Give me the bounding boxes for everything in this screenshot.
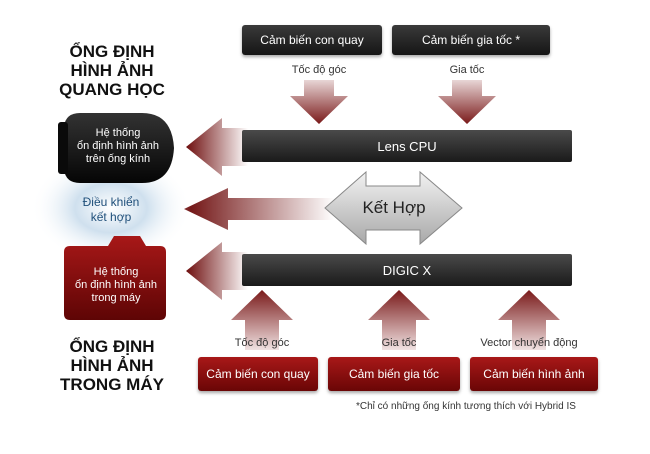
bottom-image-sensor-label: Cảm biến hình ảnh [483,367,585,381]
top-accel-sensor: Cảm biến gia tốc * [392,25,550,55]
top-gyro-sensor: Cảm biến con quay [242,25,382,55]
bottom-angular-speed-label: Tốc độ góc [234,337,290,349]
bottom-motion-vector-label: Vector chuyển động [480,337,578,349]
coordinated-line: kết hợp [90,210,132,224]
digic-bar: DIGIC X [242,254,572,286]
bottom-accel-sensor-label: Cảm biến gia tốc [348,367,440,381]
coordinated-control-text: Điều khiển kết hợp [61,195,161,225]
lens-cpu-bar: Lens CPU [242,130,572,162]
lens-system-line: ổn định hình ảnh [77,140,159,152]
footnote: *Chỉ có những ống kính tương thích với H… [356,401,576,412]
heading-line: HÌNH ẢNH [70,61,154,80]
lens-cpu-label: Lens CPU [377,138,437,154]
body-system-line: trong máy [91,292,141,304]
digic-label: DIGIC X [382,262,432,278]
heading-line: ỔNG ĐỊNH [69,42,155,61]
top-acceleration-label: Gia tốc [449,64,485,76]
bottom-gyro-sensor: Cảm biến con quay [198,357,318,391]
heading-line: HÌNH ẢNH [70,356,154,375]
up-arrow-vector [498,290,560,350]
heading-line: QUANG HỌC [59,80,165,99]
camera-body-icon [64,236,166,320]
combine-label: Kết Hợp [362,198,426,217]
coordinated-line: Điều khiển [82,195,140,209]
left-arrow-lens [186,118,248,176]
combine-shape [324,170,463,246]
heading-in-body-is: ỔNG ĐỊNH HÌNH ẢNH TRONG MÁY [52,337,172,394]
heading-line: TRONG MÁY [60,375,164,394]
bottom-acceleration-label: Gia tốc [381,337,417,349]
down-arrow-angular [290,80,348,124]
body-system-text: Hệ thống ổn định hình ảnh trong máy [64,266,168,305]
up-arrow-accel [368,290,430,350]
heading-line: ỔNG ĐỊNH [69,337,155,356]
lens-icon [64,113,174,183]
lens-ring [58,122,68,174]
top-accel-sensor-label: Cảm biến gia tốc * [421,33,521,47]
down-arrow-accel [438,80,496,124]
body-system-line: Hệ thống [93,266,139,278]
left-arrow-combine [184,188,334,230]
left-arrow-body [186,242,248,300]
top-angular-speed-label: Tốc độ góc [291,64,347,76]
lens-system-line: trên ống kính [85,153,151,165]
body-system-line: ổn định hình ảnh [75,279,157,291]
lens-system-line: Hệ thống [95,127,141,139]
lens-system-text: Hệ thống ổn định hình ảnh trên ống kính [66,127,170,166]
bottom-gyro-sensor-label: Cảm biến con quay [206,367,310,381]
bottom-image-sensor: Cảm biến hình ảnh [470,357,598,391]
up-arrow-angular [231,290,293,350]
heading-optical-is: ỔNG ĐỊNH HÌNH ẢNH QUANG HỌC [52,42,172,99]
bottom-accel-sensor: Cảm biến gia tốc [328,357,460,391]
top-gyro-sensor-label: Cảm biến con quay [260,33,364,47]
